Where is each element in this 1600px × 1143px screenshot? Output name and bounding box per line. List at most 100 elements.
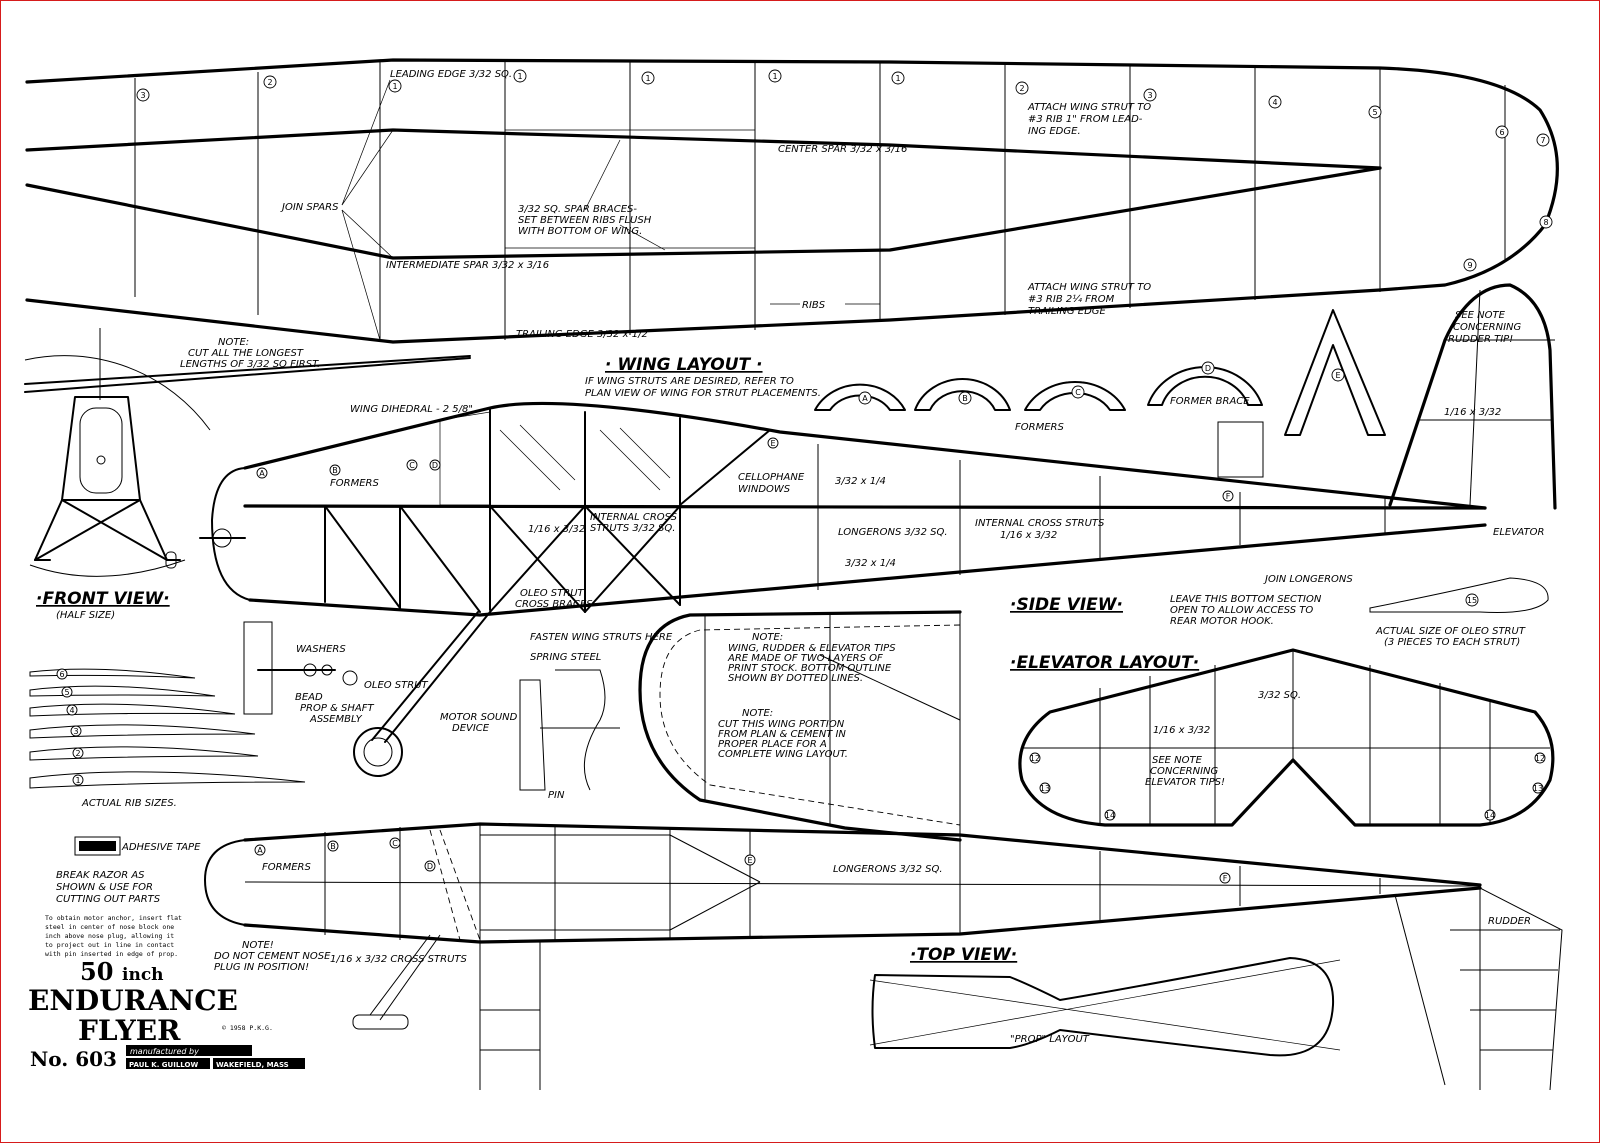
former-letter: F xyxy=(1223,874,1228,883)
front-view-drawing: ·FRONT VIEW· (HALF SIZE) xyxy=(24,328,471,621)
side-view-heading: ·SIDE VIEW· xyxy=(1010,595,1123,615)
formers-top-label: FORMERS xyxy=(262,862,311,873)
wing-plan-view: 3 2 1 1 1 1 1 2 3 4 5 6 7 8 9 LEADING ED… xyxy=(25,58,1559,344)
former-letter: D xyxy=(432,461,438,470)
see-note-rudder-label-2: CONCERNING xyxy=(1453,322,1521,333)
attach-strut-rear-note: ATTACH WING STRUT TO xyxy=(1027,282,1151,293)
elevator-layout: ·ELEVATOR LAYOUT· 3/32 SQ. 1/16 x 3/32 S… xyxy=(1010,648,1555,827)
note-cut-wing-line-5: COMPLETE WING LAYOUT. xyxy=(718,749,848,760)
former-letter: F xyxy=(1226,492,1231,501)
dim-label-2: 1/16 x 3/32 xyxy=(528,524,585,535)
half-size-label: (HALF SIZE) xyxy=(56,610,115,621)
note-cut-wing-line-2: CUT THIS WING PORTION xyxy=(718,719,845,730)
former-letter: C xyxy=(1075,388,1081,397)
rib-size-number: 4 xyxy=(69,706,74,715)
internal-cross-front-label-2: STRUTS 3/32 SQ. xyxy=(590,523,675,534)
see-note-rudder-label-3: RUDDER TIP! xyxy=(1448,334,1513,345)
attach-strut-note-3: ING EDGE. xyxy=(1028,126,1081,137)
copyright-label: © 1958 P.K.G. xyxy=(222,1024,273,1032)
note-nose-heading: NOTE! xyxy=(242,940,274,951)
leave-bottom-note-2: OPEN TO ALLOW ACCESS TO xyxy=(1170,605,1313,616)
break-razor-label: BREAK RAZOR AS xyxy=(56,870,145,881)
oleo-strut-number: 15 xyxy=(1467,596,1477,605)
rib-number: 8 xyxy=(1543,218,1548,227)
rib-number: 9 xyxy=(1467,261,1472,270)
see-note-elev-label: SEE NOTE xyxy=(1152,755,1203,766)
landing-gear-detail: WASHERS BEAD PROP & SHAFT ASSEMBLY OLEO … xyxy=(243,611,673,801)
break-razor-label-3: CUTTING OUT PARTS xyxy=(56,894,161,905)
note-cut-label-2: CUT ALL THE LONGEST xyxy=(188,348,304,359)
prop-layout: "PROP" LAYOUT xyxy=(869,957,1341,1057)
intermediate-spar-label: INTERMEDIATE SPAR 3/32 x 3/16 xyxy=(386,260,549,271)
razor-note: ADHESIVE TAPE BREAK RAZOR AS SHOWN & USE… xyxy=(56,836,201,905)
oleo-braces-label: OLEO STRUT xyxy=(520,588,585,599)
spar-braces-label: 3/32 SQ. SPAR BRACES- xyxy=(518,204,637,215)
dim-label-3: 3/32 x 1/4 xyxy=(845,558,896,569)
internal-cross-front-label: INTERNAL CROSS xyxy=(590,512,678,523)
former-letter: A xyxy=(257,846,263,855)
attach-strut-rear-note-2: #3 RIB 2¼ FROM xyxy=(1028,293,1115,305)
cellophane-label: CELLOPHANE xyxy=(738,472,805,483)
former-letter: B xyxy=(962,394,968,403)
elev-spar-label: 3/32 SQ. xyxy=(1258,690,1301,701)
prop-shaft-label-2: ASSEMBLY xyxy=(309,714,363,725)
break-razor-label-2: SHOWN & USE FOR xyxy=(56,882,153,893)
rib-number: 3 xyxy=(140,91,145,100)
tail-tip-number: 12 xyxy=(1030,754,1040,763)
former-letter: E xyxy=(770,439,775,448)
see-note-rudder-label: SEE NOTE xyxy=(1455,310,1506,321)
cross-struts-top-label: 1/16 x 3/32 CROSS STRUTS xyxy=(330,954,468,965)
spar-braces-label-3: WITH BOTTOM OF WING. xyxy=(518,226,642,237)
see-note-elev-label-3: ELEVATOR TIPS! xyxy=(1145,777,1225,788)
top-view-heading: ·TOP VIEW· xyxy=(910,945,1017,965)
rib-number: 3 xyxy=(1147,91,1152,100)
manufacturer-city: WAKEFIELD, MASS xyxy=(216,1061,289,1069)
motor-anchor-line-2: steel in center of nose block one xyxy=(45,923,174,931)
spar-braces-label-2: SET BETWEEN RIBS FLUSH xyxy=(518,215,652,226)
wing-dihedral-label: WING DIHEDRAL - 2 5/8" xyxy=(350,404,473,415)
prop-layout-label: "PROP" LAYOUT xyxy=(1010,1034,1090,1045)
fuselage-top-view: A B C D E F FORMERS LONGERONS 3/32 SQ. R… xyxy=(204,822,1563,1091)
note-wing-line-3: ARE MADE OF TWO LAYERS OF xyxy=(727,653,883,664)
note-cut-label: NOTE: xyxy=(218,337,249,348)
elevator-layout-heading: ·ELEVATOR LAYOUT· xyxy=(1010,653,1199,673)
tail-tip-number: 14 xyxy=(1105,811,1115,820)
motor-anchor-line-3: inch above nose plug, allowing it xyxy=(45,932,174,940)
wing-layout-heading: · WING LAYOUT · xyxy=(605,355,763,375)
rib-number: 1 xyxy=(645,74,650,83)
elevator-label: ELEVATOR xyxy=(1493,527,1544,538)
rib-number: 1 xyxy=(392,82,397,91)
motor-anchor-note: To obtain motor anchor, insert flat stee… xyxy=(45,914,182,958)
rudder-label: RUDDER xyxy=(1488,916,1531,927)
tail-tip-number: 13 xyxy=(1533,784,1543,793)
leading-edge-label: LEADING EDGE 3/32 SQ. xyxy=(390,69,512,80)
former-letter: B xyxy=(332,466,338,475)
longerons-top-label: LONGERONS 3/32 SQ. xyxy=(833,864,943,875)
wing-struts-note: IF WING STRUTS ARE DESIRED, REFER TO xyxy=(585,376,794,387)
note-wing-line-2: WING, RUDDER & ELEVATOR TIPS xyxy=(728,643,896,654)
attach-strut-rear-note-3: TRAILING EDGE xyxy=(1028,306,1107,317)
oleo-strut-actual-size xyxy=(1369,577,1549,613)
fasten-struts-label: FASTEN WING STRUTS HERE xyxy=(530,632,673,643)
ribs-label: RIBS xyxy=(802,300,826,311)
cellophane-label-2: WINDOWS xyxy=(738,484,791,495)
rib-size-number: 2 xyxy=(75,749,80,758)
tail-tip-number: 12 xyxy=(1535,754,1545,763)
former-letter: A xyxy=(862,394,868,403)
rib-number: 1 xyxy=(772,72,777,81)
center-spar-label: CENTER SPAR 3/32 x 3/16 xyxy=(778,144,907,155)
actual-size-oleo-label-2: (3 PIECES TO EACH STRUT) xyxy=(1384,637,1520,648)
pin-label: PIN xyxy=(548,790,565,801)
note-wing-line-4: PRINT STOCK. BOTTOM OUTLINE xyxy=(728,663,892,674)
formers-label: FORMERS xyxy=(1015,422,1064,433)
former-letter: D xyxy=(1205,364,1211,373)
former-letter: C xyxy=(392,839,398,848)
former-letter: E xyxy=(1335,371,1340,380)
attach-strut-note-2: #3 RIB 1" FROM LEAD- xyxy=(1028,114,1143,125)
internal-cross-label: INTERNAL CROSS STRUTS xyxy=(975,518,1105,529)
leave-bottom-note-3: REAR MOTOR HOOK. xyxy=(1170,616,1274,627)
former-letter: C xyxy=(409,461,415,470)
former-brace-label: FORMER BRACE xyxy=(1170,396,1250,407)
title-size: 50 xyxy=(80,957,113,986)
note-nose-line-2: DO NOT CEMENT NOSE xyxy=(214,951,331,962)
